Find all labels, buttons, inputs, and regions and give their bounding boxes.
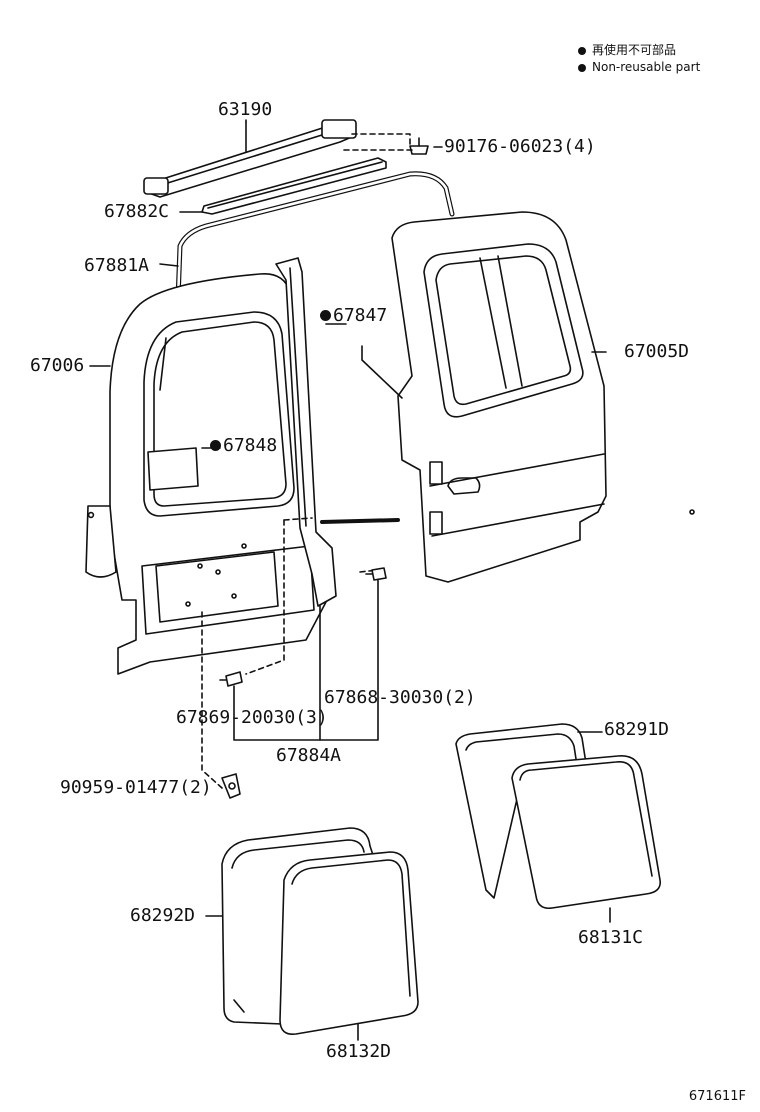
- label-67848[interactable]: 67848: [210, 436, 277, 456]
- glass-68131C: [511, 755, 662, 923]
- glass-weatherstrip-68292D: [205, 827, 375, 1025]
- legend: 再使用不可部品 Non-reusable part: [578, 42, 700, 76]
- label-63190[interactable]: 63190: [218, 99, 273, 120]
- label-67005D[interactable]: 67005D: [624, 341, 690, 362]
- roof-rail-63190: [143, 119, 357, 198]
- dashed-guides: [201, 517, 379, 789]
- legend-row-en: Non-reusable part: [578, 59, 700, 76]
- right-back-door-67005D: [361, 211, 695, 583]
- label-68291D[interactable]: 68291D: [604, 719, 670, 740]
- label-67847[interactable]: 67847: [320, 306, 387, 326]
- left-back-door-67006: [85, 273, 327, 675]
- label-67847-text: 67847: [333, 305, 388, 326]
- screw-90176: [343, 133, 443, 155]
- label-67868[interactable]: 67868-30030(2): [324, 687, 476, 708]
- weatherstrip-67881A: [159, 171, 455, 524]
- non-reusable-dot-icon: [320, 310, 331, 321]
- label-90959[interactable]: 90959-01477(2): [60, 777, 212, 798]
- non-reusable-dot-icon: [210, 440, 221, 451]
- label-68131C[interactable]: 68131C: [578, 927, 644, 948]
- legend-row-jp: 再使用不可部品: [578, 42, 700, 59]
- label-68132D[interactable]: 68132D: [326, 1041, 392, 1062]
- pillar-weatherstrip-67847: [275, 257, 347, 607]
- legend-text-jp: 再使用不可部品: [592, 43, 677, 57]
- label-67006[interactable]: 67006: [30, 355, 85, 376]
- bolts: [219, 567, 387, 799]
- label-67869[interactable]: 67869-20030(3): [176, 707, 328, 728]
- label-67881A[interactable]: 67881A: [84, 255, 150, 276]
- glass-68132D: [279, 851, 419, 1041]
- legend-text-en: Non-reusable part: [592, 60, 701, 74]
- weatherstrip-67882C: [179, 157, 387, 215]
- label-67884A[interactable]: 67884A: [276, 745, 342, 766]
- illustration-code: 671611F: [688, 1089, 746, 1104]
- label-67882C[interactable]: 67882C: [104, 201, 170, 222]
- label-68292D[interactable]: 68292D: [130, 905, 196, 926]
- label-67848-text: 67848: [223, 435, 278, 456]
- non-reusable-dot-icon: [578, 63, 586, 72]
- non-reusable-dot-icon: [578, 46, 586, 55]
- bracket-67884A: [233, 579, 379, 741]
- label-90176[interactable]: 90176-06023(4): [444, 136, 596, 157]
